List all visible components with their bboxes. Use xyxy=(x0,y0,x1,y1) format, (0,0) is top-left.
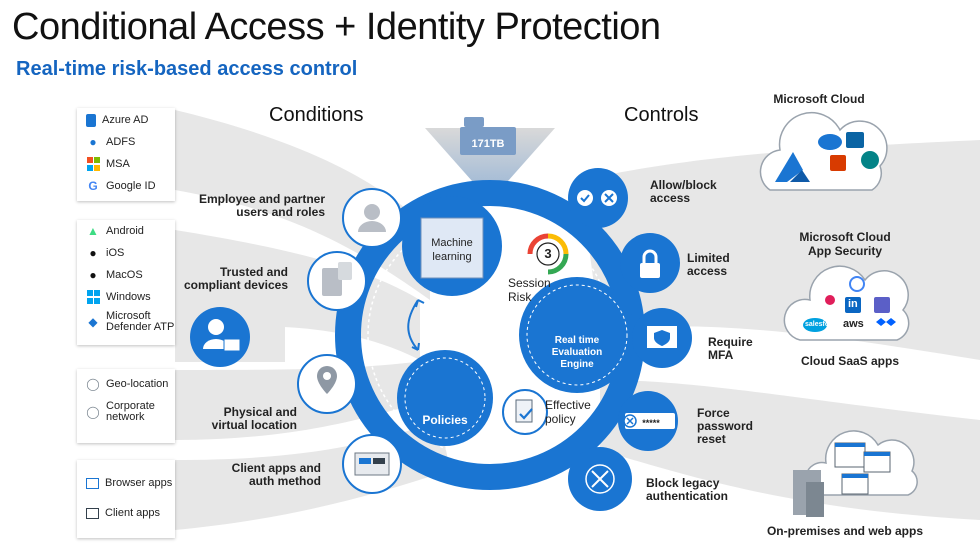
linkedin-logo: in xyxy=(848,298,858,310)
defender-icon: ◆ xyxy=(88,314,98,329)
control-label-block-legacy: Block legacy authentication xyxy=(646,476,729,503)
android-icon: ▲ xyxy=(87,224,99,238)
control-label-password-reset: Force password reset xyxy=(697,406,754,446)
google-icon: G xyxy=(88,179,98,193)
cloud-onprem xyxy=(793,430,918,517)
condition-label-users: Employee and partner users and roles xyxy=(198,192,325,219)
aws-logo: aws xyxy=(843,318,864,330)
salesforce-logo: salesforce xyxy=(805,321,840,328)
flow-arrows xyxy=(407,299,425,351)
policies-node xyxy=(397,350,493,446)
saas-logos xyxy=(803,276,896,332)
device-item-ios: ●iOS xyxy=(77,242,175,264)
password-mask: ***** xyxy=(642,418,660,428)
microsoft-cloud-label: Microsoft Cloud xyxy=(773,92,865,106)
control-circles xyxy=(568,168,692,511)
controls-header: Controls xyxy=(624,104,699,126)
session-risk-label-1: Session xyxy=(508,276,551,290)
control-label-allow-block: Allow/block access xyxy=(650,178,717,205)
app-item-browser: Browser apps xyxy=(77,468,175,498)
device-item-defender: ◆Microsoft Defender ATP xyxy=(77,308,175,336)
condition-circles xyxy=(297,188,402,494)
risk-number: 3 xyxy=(544,246,551,261)
funnel-label: 171TB xyxy=(471,138,504,150)
saas-label: Cloud SaaS apps xyxy=(800,354,900,368)
engine-label-2: Evaluation xyxy=(552,347,603,358)
network-icon: ◯ xyxy=(86,404,100,419)
identity-item-msa: MSA xyxy=(77,153,175,175)
location-item-corporate: ◯Corporate network xyxy=(86,400,155,423)
device-platforms-card: ▲Android ●iOS ●MacOS Windows ◆Microsoft … xyxy=(77,220,175,345)
msa-icon xyxy=(86,157,100,171)
effective-policy-label-1: Effective xyxy=(545,398,591,412)
page-title: Conditional Access + Identity Protection xyxy=(12,6,661,48)
control-label-mfa: Require MFA xyxy=(708,335,753,362)
machine-learning-label-1: Machine xyxy=(431,237,473,249)
identity-item-azure-ad: Azure AD xyxy=(77,109,175,131)
control-label-limited: Limited access xyxy=(687,251,730,278)
browser-icon xyxy=(86,477,99,489)
engine-label-1: Real time xyxy=(555,335,600,346)
policies-label: Policies xyxy=(422,413,468,427)
mcas-label: Microsoft Cloud App Security xyxy=(799,230,891,258)
app-item-client: Client apps xyxy=(77,498,175,528)
location-card: ◯Geo-location ◯Corporate network xyxy=(77,369,175,443)
session-risk-label-2: Risk xyxy=(508,290,532,304)
device-item-android: ▲Android xyxy=(87,224,144,238)
azure-ad-icon xyxy=(86,113,96,127)
globe-icon: ◯ xyxy=(86,377,100,391)
machine-learning-node xyxy=(402,196,502,296)
condition-label-devices: Trusted and compliant devices xyxy=(183,265,288,292)
page-subtitle: Real-time risk-based access control xyxy=(16,58,358,80)
user-circle xyxy=(190,307,250,367)
location-item-geo: ◯Geo-location xyxy=(86,377,169,391)
engine-node xyxy=(519,277,635,393)
conditions-header: Conditions xyxy=(269,104,364,126)
effective-policy-label-2: policy xyxy=(545,412,576,426)
onprem-label: On-premises and web apps xyxy=(766,524,924,538)
engine-label-3: Engine xyxy=(560,359,594,370)
device-item-windows: Windows xyxy=(77,286,175,308)
machine-learning-label-2: learning xyxy=(432,251,471,263)
condition-label-client-apps: Client apps and auth method xyxy=(231,461,321,488)
apple-icon: ● xyxy=(89,246,97,260)
client-app-icon xyxy=(86,507,99,519)
microsoft-cloud-logos xyxy=(775,132,879,182)
effective-policy-icon xyxy=(502,389,548,435)
condition-label-location: Physical and virtual location xyxy=(211,405,297,432)
adfs-icon: ● xyxy=(89,135,97,149)
apple-icon: ● xyxy=(89,268,97,282)
device-item-macos: ●MacOS xyxy=(77,264,175,286)
client-apps-card: Browser apps Client apps xyxy=(77,460,175,538)
windows-icon xyxy=(86,290,100,304)
identity-item-adfs: ●ADFS xyxy=(77,131,175,153)
session-risk-gauge xyxy=(527,233,569,275)
